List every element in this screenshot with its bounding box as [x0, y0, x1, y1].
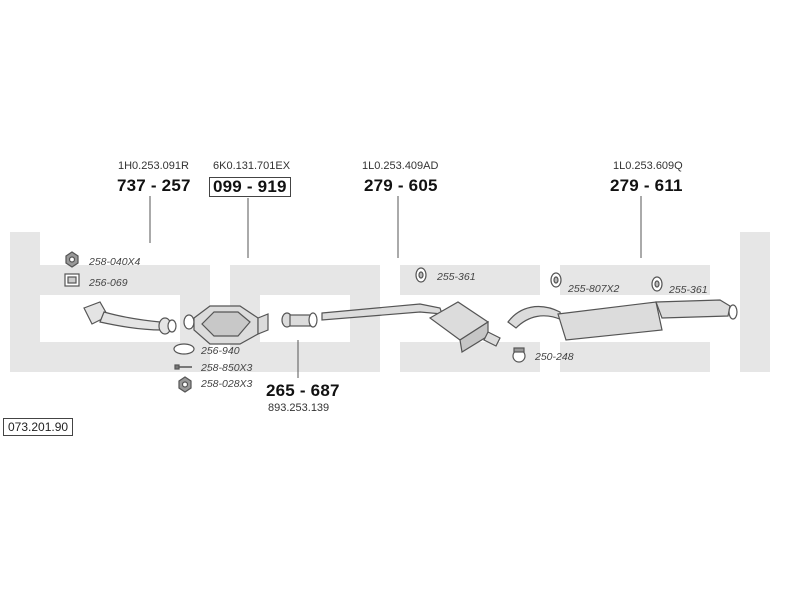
rubber-hanger-icon [415, 267, 427, 283]
ring-gasket-icon [173, 343, 195, 355]
nut-icon [178, 376, 192, 393]
flex-pipe-body [289, 314, 311, 327]
middle-silencer [321, 301, 501, 353]
front-pipe-flange [167, 319, 177, 333]
accessory-code[interactable]: 256-069 [89, 277, 128, 289]
rubber-hanger-icon [651, 276, 663, 292]
front-pipe-body [99, 311, 163, 331]
accessory-code[interactable]: 255-361 [437, 271, 476, 283]
catalytic-converter [183, 305, 269, 345]
cat-outlet [257, 313, 269, 335]
watermark-bar [740, 232, 770, 372]
accessory-code[interactable]: 256-940 [201, 345, 240, 357]
bolt-icon [174, 364, 192, 370]
rear-silencer [507, 299, 738, 341]
watermark-bar [40, 265, 180, 295]
diagram-reference: 073.201.90 [3, 418, 74, 436]
middle-pipe [321, 303, 443, 321]
rear-silencer-body [557, 301, 663, 341]
accessory-code[interactable]: 255-807X2 [568, 283, 620, 295]
cat-heat-shield [201, 311, 251, 337]
part-number[interactable]: 279 - 605 [364, 176, 438, 195]
accessory-code[interactable]: 258-040X4 [89, 256, 141, 268]
oem-number: 1L0.253.609Q [613, 160, 683, 172]
oem-number: 1H0.253.091R [118, 160, 189, 172]
watermark-bar [560, 265, 710, 295]
watermark-bar [10, 232, 40, 372]
accessory-code[interactable]: 258-850X3 [201, 362, 253, 374]
watermark-bar [350, 265, 380, 372]
part-number[interactable]: 279 - 611 [610, 176, 683, 195]
middle-outlet [483, 331, 501, 347]
oem-number: 6K0.131.701EX [213, 160, 291, 172]
accessory-code[interactable]: 258-028X3 [201, 378, 253, 390]
part-number[interactable]: 265 - 687 [266, 381, 340, 400]
rubber-hanger-icon [550, 272, 562, 288]
part-number[interactable]: 737 - 257 [117, 176, 191, 195]
front-pipe [83, 301, 177, 335]
oem-number: 1L0.253.409AD [362, 160, 439, 172]
connecting-pipe [281, 312, 318, 328]
accessory-icons [64, 251, 663, 393]
rear-inlet-pipe [507, 305, 563, 329]
rear-tailpipe [655, 299, 731, 319]
cat-inlet-flange [183, 314, 195, 330]
leader-lines [149, 196, 642, 378]
watermark-bar [560, 342, 710, 372]
accessory-code[interactable]: 250-248 [535, 351, 574, 363]
oem-number: 893.253.139 [268, 402, 330, 414]
clamp-icon [512, 347, 526, 363]
flex-pipe-flange [308, 312, 318, 328]
nut-icon [65, 251, 79, 268]
gasket-square-icon [64, 273, 80, 287]
watermark-bar [40, 342, 180, 372]
part-number-highlighted[interactable]: 099 - 919 [209, 177, 291, 197]
tailpipe-tip [728, 304, 738, 320]
accessory-code[interactable]: 255-361 [669, 284, 708, 296]
